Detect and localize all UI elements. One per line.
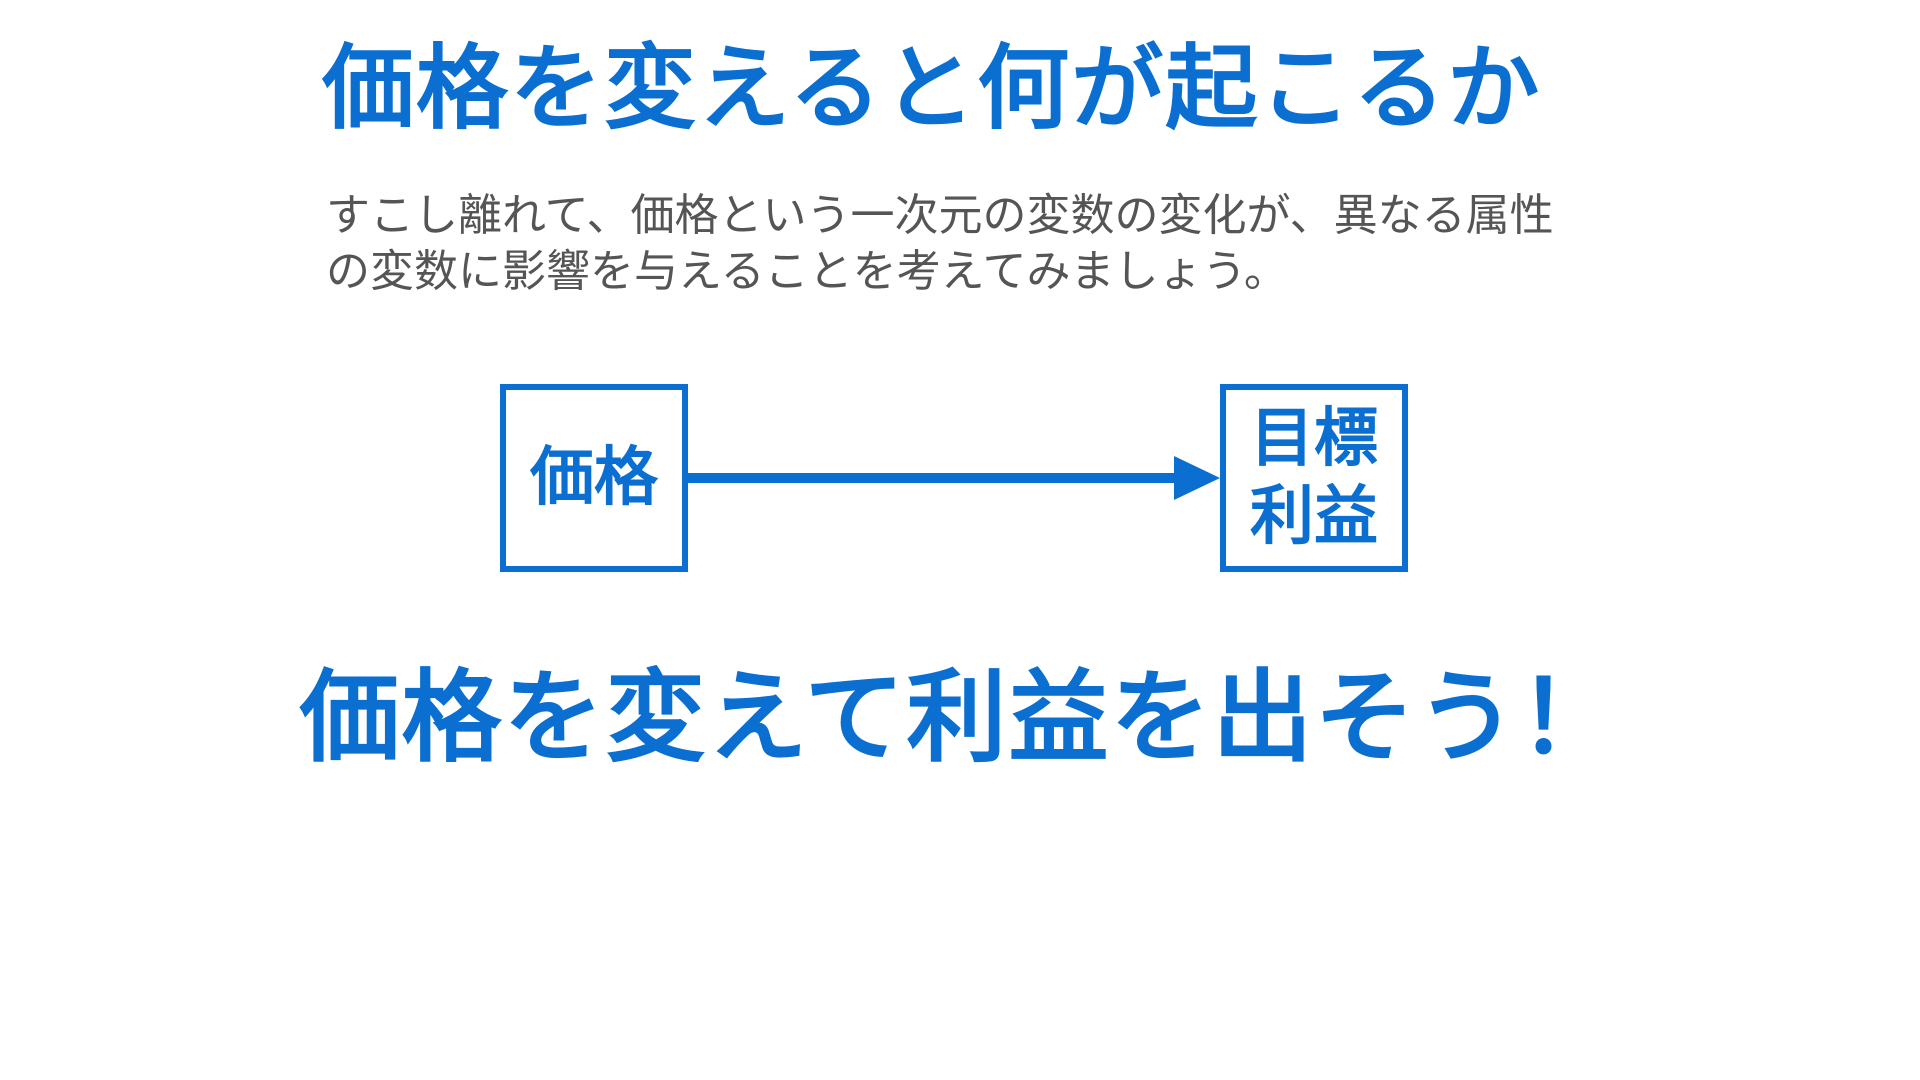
body-paragraph: すこし離れて、価格という一次元の変数の変化が、異なる属性 の変数に影響を与えるこ… [326, 188, 1646, 300]
body-line-2: の変数に影響を与えることを考えてみましょう。 [326, 246, 1288, 297]
target-box-line-1: 目標 [1250, 402, 1378, 476]
call-to-action: 価格を変えて利益を出そう！ [299, 659, 1621, 776]
arrow-right-icon [688, 456, 1220, 500]
body-line-1: すこし離れて、価格という一次元の変数の変化が、異なる属性 [326, 190, 1554, 241]
price-box-label: 価格 [530, 441, 658, 515]
price-box: 価格 [500, 384, 688, 572]
slide-title: 価格を変えると何が起こるか [322, 35, 1542, 142]
target-profit-box: 目標 利益 [1220, 384, 1408, 572]
target-box-line-2: 利益 [1250, 480, 1378, 554]
